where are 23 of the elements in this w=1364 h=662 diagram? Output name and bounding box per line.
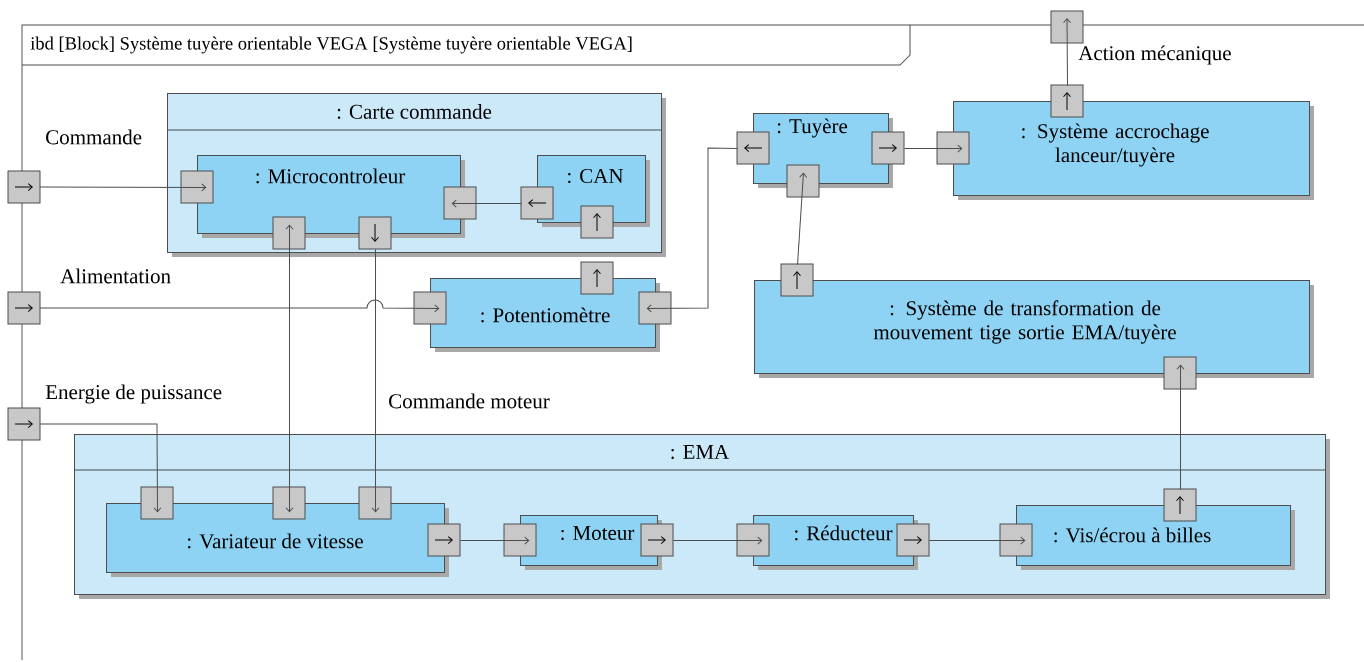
connector xyxy=(797,172,808,265)
port-label: Action mécanique xyxy=(1078,45,1231,65)
connector xyxy=(371,249,380,513)
port-label: Commande xyxy=(46,129,142,145)
port-label: Energie de puissance xyxy=(45,384,222,404)
connector xyxy=(39,299,440,313)
connector xyxy=(451,199,522,208)
connector xyxy=(39,423,162,513)
connector xyxy=(904,144,963,153)
connector xyxy=(285,224,294,513)
part-block: : Système de transformation de mouvement tige sortie EMA/tuyère xyxy=(754,280,1314,378)
connector xyxy=(1176,364,1185,490)
connector xyxy=(673,536,763,545)
part-block: : Système accrochage lanceur/tuyère xyxy=(953,101,1314,200)
part-block: : Vis/écrou à billes xyxy=(1016,505,1295,570)
connector xyxy=(1063,18,1072,86)
port-label: Alimentation xyxy=(60,268,171,284)
connector xyxy=(646,147,738,313)
connector xyxy=(39,183,207,192)
connector xyxy=(929,536,1026,545)
edge-label: Commande moteur xyxy=(387,392,551,410)
connector xyxy=(460,536,530,545)
part-block: : Variateur de vitesse xyxy=(106,503,449,577)
